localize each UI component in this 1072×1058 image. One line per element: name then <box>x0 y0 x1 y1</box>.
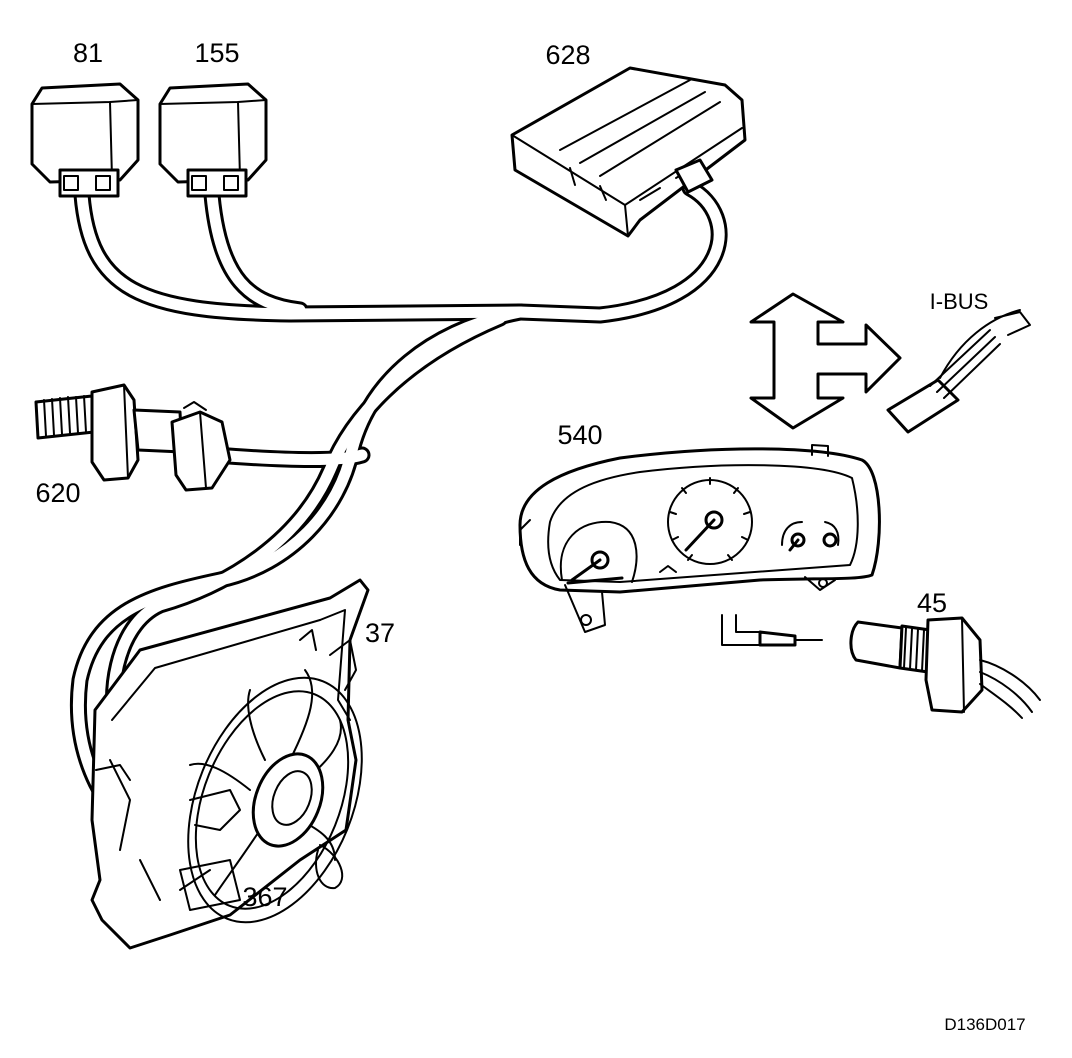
wiring-harness <box>70 179 728 854</box>
relay-81 <box>30 82 140 198</box>
temperature-sensor-620 <box>34 383 232 492</box>
relay-155 <box>158 82 268 198</box>
ibus-connector <box>886 309 1031 434</box>
label-sensor-620: 620 <box>35 478 80 508</box>
control-module-628 <box>510 66 747 238</box>
cooling-fan-37 <box>90 578 370 950</box>
label-fan-37: 37 <box>365 618 395 648</box>
label-relay-81: 81 <box>73 38 103 68</box>
instrument-cluster-540 <box>518 444 881 633</box>
label-fan-motor-367: 367 <box>242 882 287 912</box>
label-ibus: I-BUS <box>930 289 989 314</box>
ibus-double-arrow <box>749 292 902 430</box>
label-cluster-540: 540 <box>557 420 602 450</box>
wire-terminal <box>721 614 823 647</box>
drawing-code: D136D017 <box>944 1015 1025 1034</box>
label-relay-155: 155 <box>194 38 239 68</box>
label-module-628: 628 <box>545 40 590 70</box>
label-sensor-45: 45 <box>917 588 947 618</box>
temperature-sensor-45 <box>849 616 1041 719</box>
